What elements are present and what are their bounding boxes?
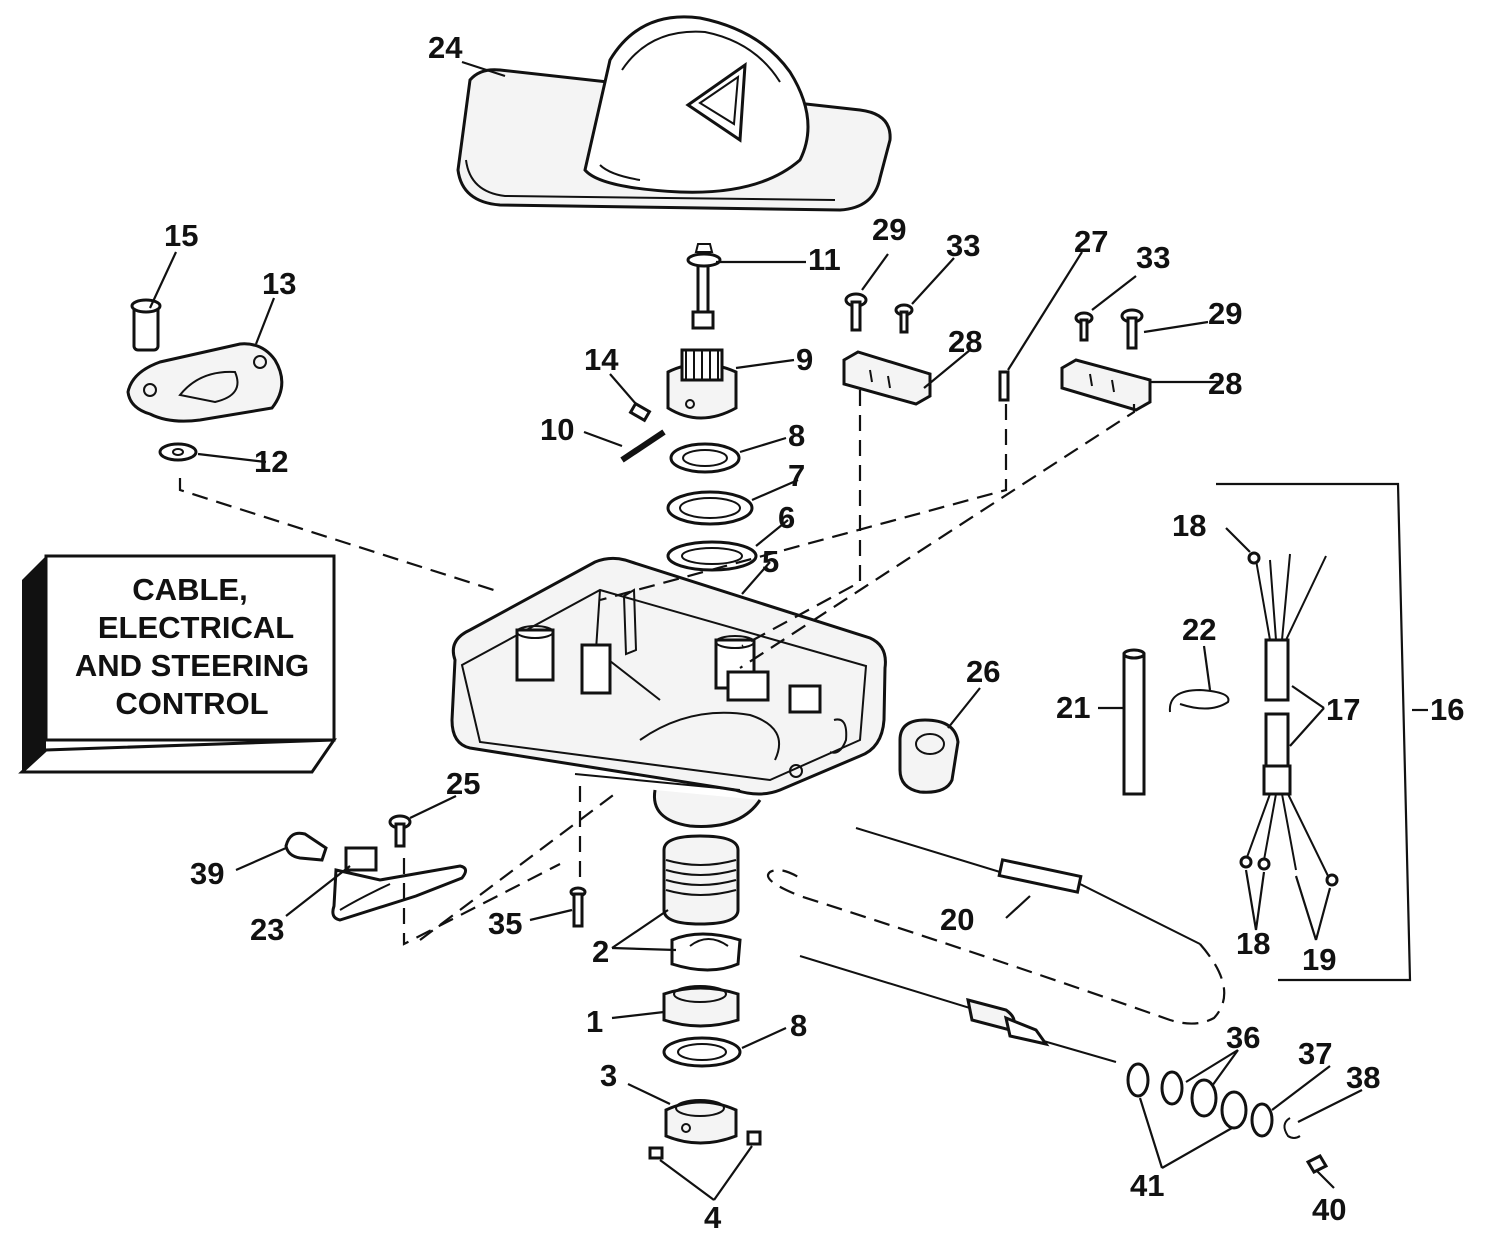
set-screw-part — [628, 401, 652, 423]
tube-end — [1122, 648, 1146, 660]
bearing-8-lower-part — [662, 1036, 742, 1068]
set-screw-4a-part — [648, 1146, 664, 1160]
callout-17: 17 — [1326, 692, 1360, 727]
screw-35-part — [569, 886, 587, 928]
wire-harness-part — [1239, 551, 1339, 887]
control-housing-part — [450, 556, 887, 828]
callout-6: 6 — [778, 500, 795, 535]
callout-20: 20 — [940, 902, 974, 937]
washer-36a-part — [1160, 1070, 1184, 1106]
callout-35: 35 — [488, 906, 522, 941]
title-line-2: ELECTRICAL — [98, 610, 294, 645]
callout-18-top: 18 — [1172, 508, 1206, 543]
callout-10: 10 — [540, 412, 574, 447]
callout-29-right: 29 — [1208, 296, 1242, 331]
cover-part — [456, 15, 892, 212]
callout-8-top: 8 — [788, 418, 805, 453]
callout-7: 7 — [788, 458, 805, 493]
screw-33-left-part — [894, 303, 914, 334]
callout-40: 40 — [1312, 1192, 1346, 1227]
harness-bracket — [1216, 482, 1412, 982]
callout-28-right: 28 — [1208, 366, 1242, 401]
title-line-1: CABLE, — [132, 572, 247, 607]
callout-19: 19 — [1302, 942, 1336, 977]
callout-41: 41 — [1130, 1168, 1164, 1203]
bearing-top-part — [669, 442, 741, 474]
bearing-1-part — [662, 985, 740, 1028]
callout-25: 25 — [446, 766, 480, 801]
clip-38-part — [1283, 1117, 1301, 1139]
screw-33-right-part — [1074, 311, 1094, 342]
cable-loop-dashed — [767, 868, 1226, 1025]
title-line-3: AND STEERING — [75, 648, 309, 683]
callout-28-left: 28 — [948, 324, 982, 359]
callout-2: 2 — [592, 934, 609, 969]
washer-41a-part — [1126, 1062, 1150, 1098]
callout-15: 15 — [164, 218, 198, 253]
screw-27-part — [998, 370, 1010, 402]
tube-part — [1122, 652, 1146, 796]
assembly-lines — [178, 390, 1136, 946]
clamp-28-right-part — [1060, 358, 1152, 412]
screw-29-left-part — [844, 292, 868, 332]
callout-21: 21 — [1056, 690, 1090, 725]
screw-29-right-part — [1120, 308, 1144, 350]
collar-3-part — [664, 1099, 738, 1145]
callout-5: 5 — [762, 544, 779, 579]
ground-strap-part — [331, 846, 467, 922]
title-box: CABLE, ELECTRICAL AND STEERING CONTROL — [18, 554, 337, 774]
callout-8-bottom: 8 — [790, 1008, 807, 1043]
callout-33-left: 33 — [946, 228, 980, 263]
callout-14: 14 — [584, 342, 619, 377]
shaft-part — [686, 243, 722, 330]
callout-38: 38 — [1346, 1060, 1380, 1095]
cable-clip-part — [898, 718, 960, 794]
leader-lines — [149, 60, 1428, 1201]
clamp-28-left-part — [842, 350, 932, 406]
callout-23: 23 — [250, 912, 284, 947]
roll-pin-part — [620, 429, 666, 463]
callout-9: 9 — [796, 342, 813, 377]
callout-27: 27 — [1074, 224, 1108, 259]
washer-36b-part — [1190, 1078, 1218, 1118]
callout-36: 36 — [1226, 1020, 1260, 1055]
steering-cable-part — [799, 827, 1201, 1063]
bolt-39-part — [284, 831, 328, 862]
callout-39: 39 — [190, 856, 224, 891]
race-part — [666, 490, 754, 526]
callout-37: 37 — [1298, 1036, 1332, 1071]
callout-11: 11 — [808, 242, 841, 277]
callout-33-right: 33 — [1136, 240, 1170, 275]
washer-41b-part — [1220, 1090, 1248, 1130]
washer-37-part — [1250, 1102, 1274, 1138]
coupler-2-lower-part — [670, 932, 742, 972]
callout-4: 4 — [704, 1200, 722, 1235]
set-screw-4b-part — [746, 1130, 762, 1146]
callout-24: 24 — [428, 30, 463, 65]
pin-part — [130, 298, 162, 352]
callouts: 24 15 13 11 29 33 27 33 29 14 9 28 28 10… — [164, 30, 1464, 1235]
title-line-4: CONTROL — [115, 686, 268, 721]
gear-hub-part — [666, 348, 738, 420]
coupler-2-part — [662, 834, 740, 926]
callout-1: 1 — [586, 1004, 603, 1039]
gear-plate-part — [126, 342, 284, 423]
callout-12: 12 — [254, 444, 288, 479]
washer-large-part — [666, 540, 758, 572]
callout-3: 3 — [600, 1058, 617, 1093]
callout-22: 22 — [1182, 612, 1216, 647]
washer-part — [158, 442, 198, 462]
callout-29-left: 29 — [872, 212, 906, 247]
callout-18-bottom: 18 — [1236, 926, 1270, 961]
screw-25-part — [388, 814, 412, 848]
callout-16: 16 — [1430, 692, 1464, 727]
callout-26: 26 — [966, 654, 1000, 689]
cable-tie-part — [1168, 688, 1230, 713]
nut-40-part — [1305, 1154, 1329, 1174]
callout-13: 13 — [262, 266, 296, 301]
